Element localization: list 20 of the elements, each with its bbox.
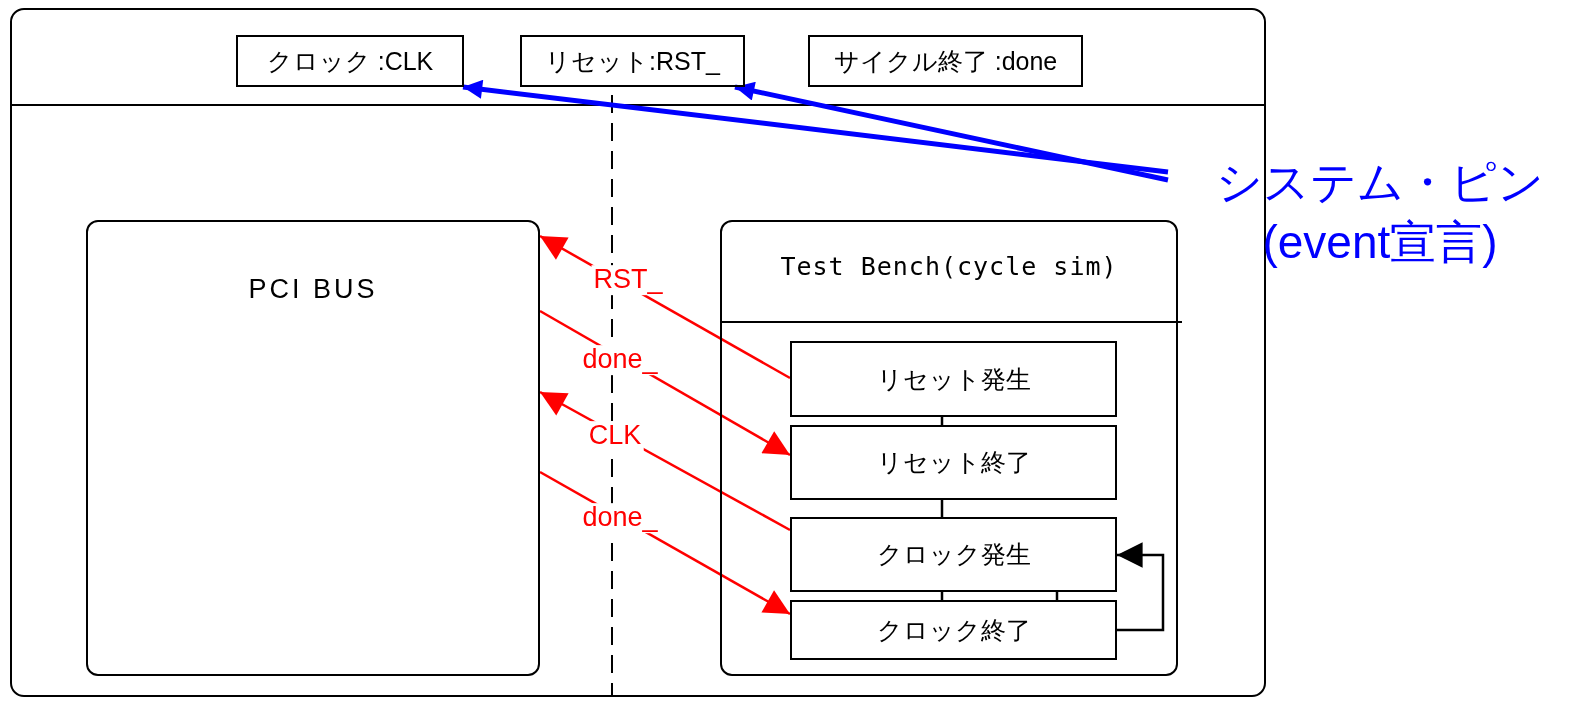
arrow [734, 81, 1169, 183]
connector-line [940, 592, 944, 600]
process-box: クロック発生 [790, 517, 1117, 592]
connector-line [940, 500, 944, 517]
edge-label: done_ [580, 345, 660, 375]
frame-box [10, 8, 1266, 697]
arrow [1117, 542, 1165, 632]
process-box: リセット:RST_ [520, 35, 745, 87]
process-box: サイクル終了 :done [808, 35, 1083, 87]
edge-label: RST_ [591, 265, 665, 295]
process-box: リセット発生 [790, 341, 1117, 417]
box-heading: Test Bench(cycle sim) [779, 252, 1119, 281]
connector-line [1055, 592, 1059, 600]
block-box: PCI BUS [86, 220, 540, 676]
arrow [462, 79, 1169, 175]
process-box: クロック :CLK [236, 35, 464, 87]
edge-label: done_ [580, 503, 660, 533]
connector-line [940, 417, 944, 425]
process-box: クロック終了 [790, 600, 1117, 660]
process-box: リセット終了 [790, 425, 1117, 500]
